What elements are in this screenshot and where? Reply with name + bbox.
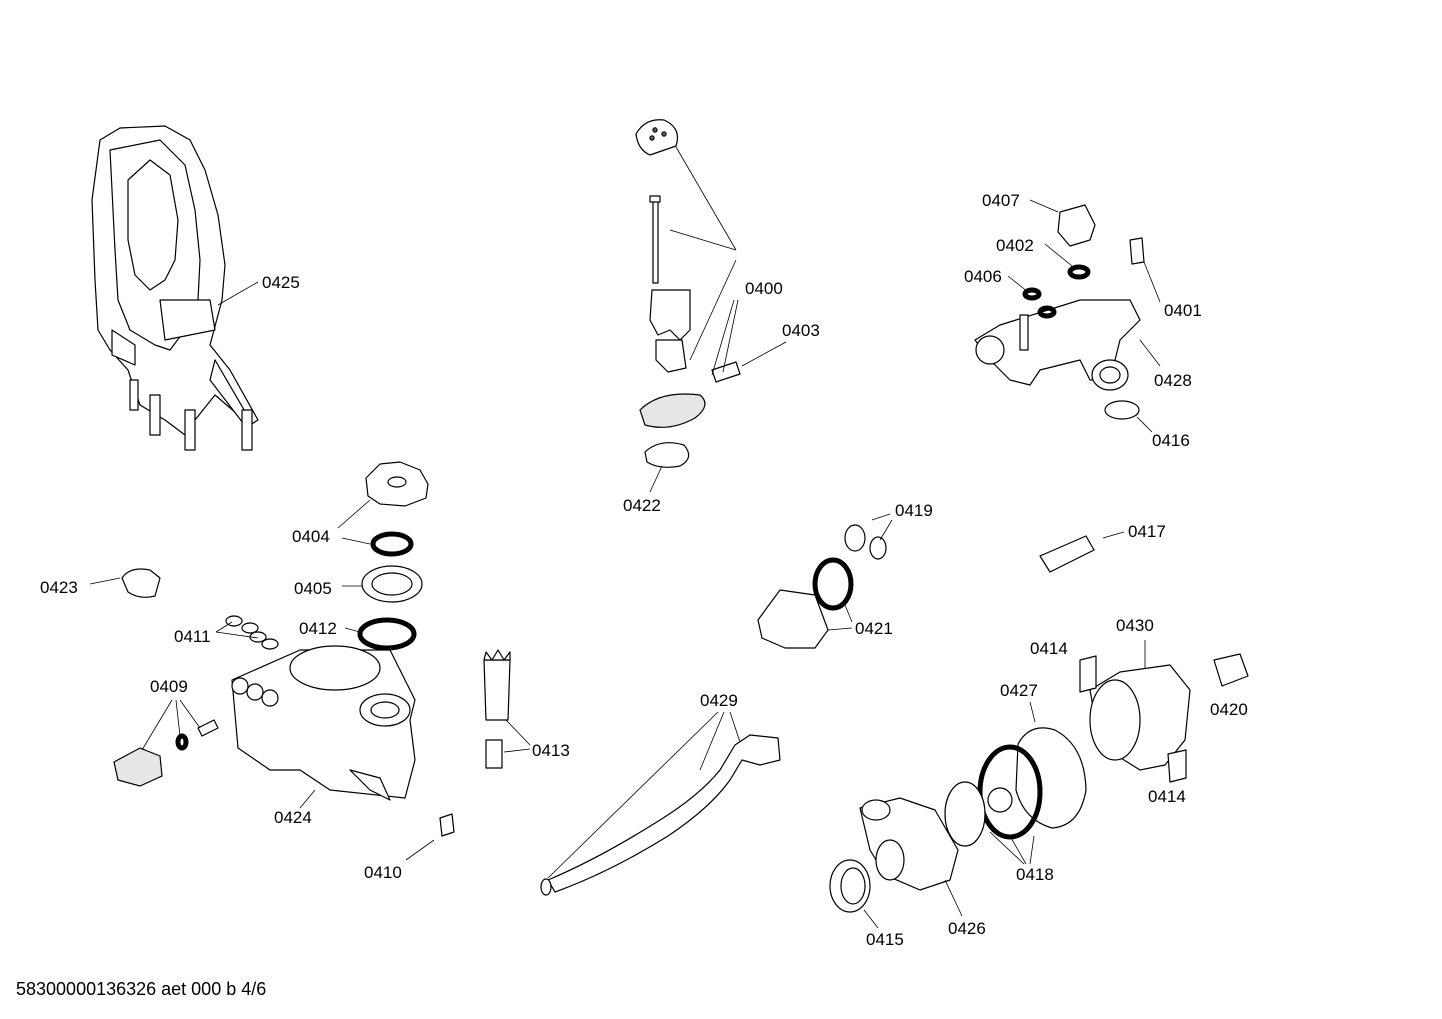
label-0410: 0410	[364, 863, 402, 882]
label-0420: 0420	[1210, 700, 1248, 719]
part-0417-element	[1039, 531, 1125, 573]
label-0405: 0405	[294, 579, 332, 598]
label-0424: 0424	[274, 808, 312, 827]
part-0430-motor	[1089, 640, 1191, 771]
part-0412-ring	[357, 617, 417, 651]
label-0400: 0400	[745, 279, 783, 298]
part-0423-connector	[89, 568, 161, 598]
part-0428-pump-housing	[974, 199, 1161, 433]
label-0423: 0423	[40, 578, 78, 597]
label-0411: 0411	[174, 627, 211, 646]
label-0406: 0406	[964, 267, 1002, 286]
label-0425: 0425	[262, 273, 300, 292]
part-0424-water-softener	[231, 645, 416, 809]
part-0420-capacitor	[1213, 653, 1249, 687]
part-0418-impeller	[944, 781, 1035, 865]
label-0413: 0413	[532, 741, 570, 760]
label-0426: 0426	[948, 919, 986, 938]
part-0414-clips	[1079, 655, 1187, 783]
part-0400-float-switch	[635, 119, 787, 493]
part-0405-ring	[370, 531, 414, 557]
part-0425-heat-exchanger	[91, 125, 259, 451]
label-0419: 0419	[895, 501, 933, 520]
part-0421-pump-module	[757, 513, 893, 649]
label-0404: 0404	[292, 527, 330, 546]
part-0404-cap	[337, 461, 429, 529]
label-0417: 0417	[1128, 522, 1166, 541]
label-0403: 0403	[782, 321, 820, 340]
part-0410-clip	[405, 813, 455, 861]
label-0414-lower: 0414	[1148, 787, 1186, 806]
label-0402: 0402	[996, 236, 1034, 255]
part-0409-valve	[113, 699, 219, 787]
label-0414-upper: 0414	[1030, 639, 1068, 658]
label-0430: 0430	[1116, 616, 1154, 635]
label-0418: 0418	[1016, 865, 1054, 884]
label-0401: 0401	[1164, 301, 1202, 320]
part-0426-pump-body	[859, 797, 963, 917]
label-0422: 0422	[623, 496, 661, 515]
part-0411-seals	[215, 615, 279, 650]
part-labels: 0425 0400 0403 0422 0407 0402 0406 0401 …	[40, 191, 1248, 949]
label-0409: 0409	[150, 677, 188, 696]
label-0429: 0429	[700, 691, 738, 710]
label-0407: 0407	[982, 191, 1020, 210]
label-0428: 0428	[1154, 371, 1192, 390]
part-0429-hose	[540, 711, 781, 896]
label-0412: 0412	[299, 619, 337, 638]
part-0413-sensor	[483, 649, 531, 769]
part-0427-cover	[1015, 701, 1087, 829]
label-0416: 0416	[1152, 431, 1190, 450]
label-0421: 0421	[855, 619, 893, 638]
label-0415: 0415	[866, 930, 904, 949]
document-id: 58300000136326 aet 000 b 4/6	[16, 979, 267, 999]
label-0427: 0427	[1000, 681, 1038, 700]
part-0415-ring	[829, 859, 879, 929]
